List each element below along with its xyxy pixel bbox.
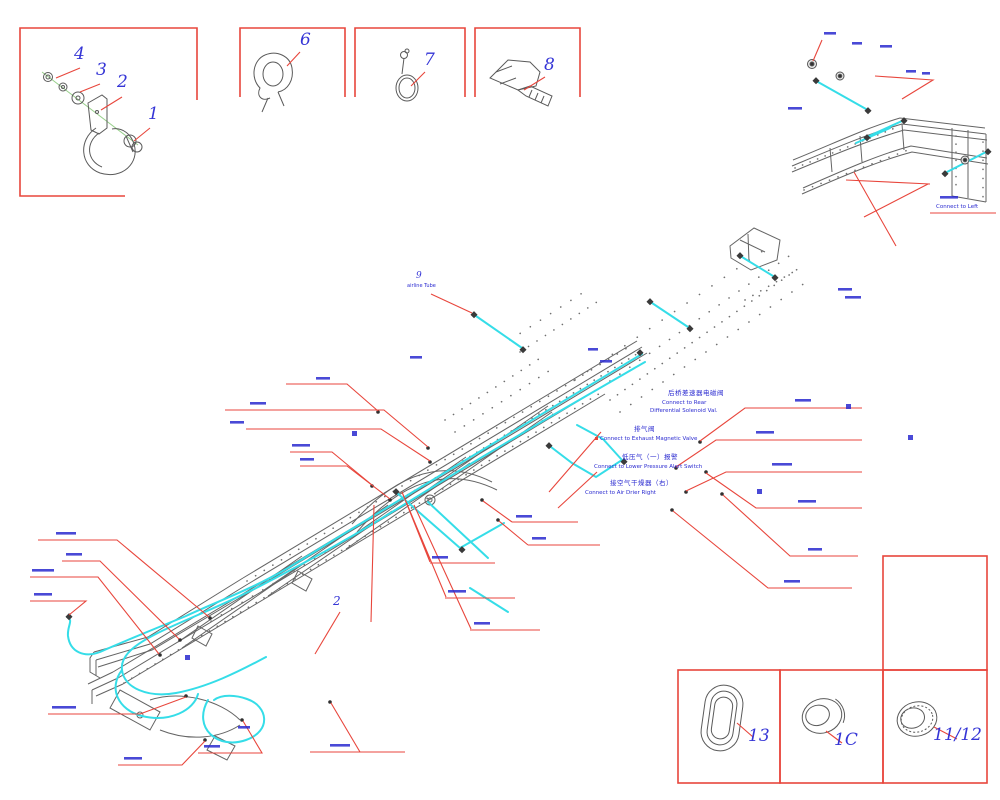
leader-endpoint-dots [158,410,724,742]
detail-box-borders [19,27,988,784]
hose-clamp-7-drawing [395,48,419,102]
grommet-13-drawing [700,684,744,752]
leader-lines [30,39,996,766]
nut-fittings [807,59,970,165]
bolt-axis-line [41,71,139,146]
tube-fittings [65,77,992,621]
air-tubes [66,81,987,744]
clamp-6-drawing [253,52,293,113]
bracket-8-drawing [489,59,553,107]
grommet-11-12-drawing [896,701,938,737]
chassis-frame [87,340,648,761]
micro-code-labels [32,32,958,760]
rivet-rows [123,125,984,684]
rear-frame-section [729,117,989,271]
clamp-kit-drawing [41,71,143,175]
grommet-1C-drawing [801,698,846,734]
